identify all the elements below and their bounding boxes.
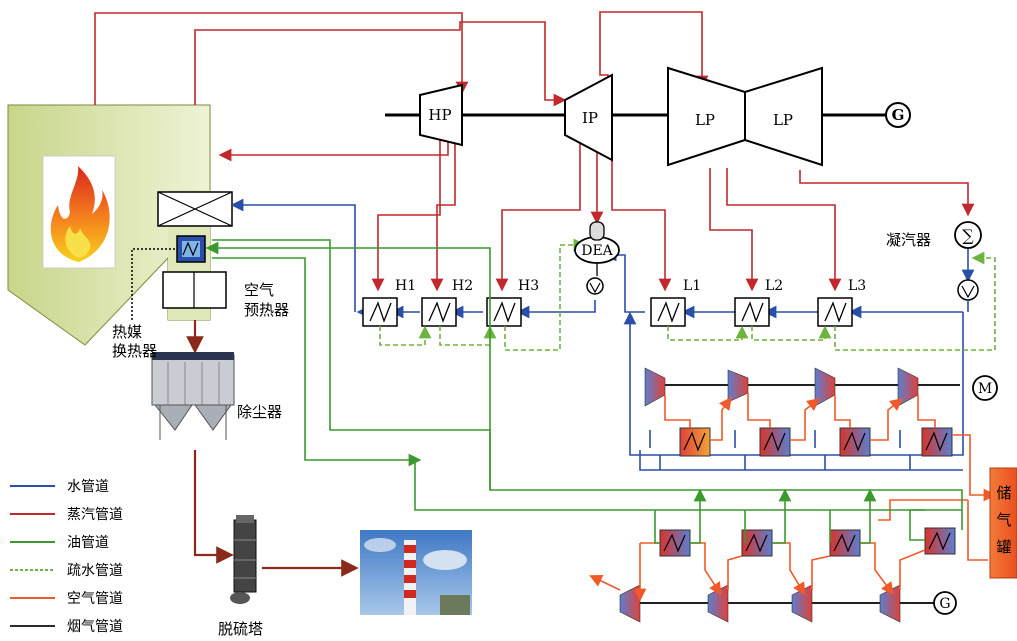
heat-medium-exchanger xyxy=(177,236,205,262)
legend-item-drain: 疏水管道 xyxy=(10,563,123,579)
legend-item-oil: 油管道 xyxy=(10,535,109,551)
desulfurization-tower xyxy=(230,515,256,604)
l2-label: L2 xyxy=(765,278,783,294)
tank-char-3: 罐 xyxy=(996,538,1011,556)
h2-label: H2 xyxy=(452,278,473,294)
compression-coolers xyxy=(680,428,952,456)
heater-l1: L1 xyxy=(651,278,701,326)
generator-bottom: G xyxy=(934,592,956,614)
heater-h3: H3 xyxy=(487,278,539,326)
air-preheater-bottom xyxy=(163,272,226,308)
h1-label: H1 xyxy=(395,278,416,294)
legend-item-flue: 烟气管道 xyxy=(10,619,123,635)
motor: M xyxy=(973,376,997,400)
heater-l2: L2 xyxy=(735,278,783,326)
ip-turbine: IP xyxy=(565,75,612,160)
condensate-pump xyxy=(958,280,978,312)
tank-char-2: 气 xyxy=(996,511,1011,529)
lp1-label: LP xyxy=(695,111,715,129)
condenser: ∑ 凝汽器 xyxy=(886,222,981,249)
lp-turbine-1: LP xyxy=(668,68,745,165)
legend-label-steam: 蒸汽管道 xyxy=(67,507,123,523)
heat-exchanger-label-2: 换热器 xyxy=(112,342,157,360)
l1-label: L1 xyxy=(683,278,701,294)
compressor-2 xyxy=(728,370,748,402)
legend-item-air: 空气管道 xyxy=(10,591,123,607)
tank-char-1: 储 xyxy=(996,484,1011,502)
legend-label-air: 空气管道 xyxy=(67,591,123,607)
legend-label-drain: 疏水管道 xyxy=(67,563,123,579)
steam-pipes xyxy=(95,12,968,285)
air-preheater-label-1: 空气 xyxy=(244,281,274,299)
heater-h1: H1 xyxy=(363,278,416,326)
ip-label: IP xyxy=(582,109,598,127)
svg-text:∑: ∑ xyxy=(962,226,974,245)
hp-turbine: HP xyxy=(420,85,462,145)
l3-label: L3 xyxy=(848,278,866,294)
legend-item-water: 水管道 xyxy=(10,479,109,495)
dust-collector xyxy=(152,352,234,440)
heater-l3: L3 xyxy=(818,278,866,326)
dust-collector-label: 除尘器 xyxy=(237,403,282,421)
air-preheater-label-2: 预热器 xyxy=(244,301,289,319)
heat-exchanger-label-1: 热媒 xyxy=(112,323,142,341)
compressor-1 xyxy=(645,368,665,406)
condenser-label: 凝汽器 xyxy=(886,231,931,249)
h3-label: H3 xyxy=(518,278,539,294)
legend-label-oil: 油管道 xyxy=(67,535,109,551)
compressor-3 xyxy=(815,368,835,406)
generator-top: G xyxy=(886,103,910,127)
drain-pipes xyxy=(380,245,995,350)
generator-top-label: G xyxy=(892,106,905,124)
storage-tank: 储 气 罐 xyxy=(990,468,1017,578)
desulfurization-label: 脱硫塔 xyxy=(218,620,263,638)
compressors xyxy=(645,368,918,406)
air-preheater-top xyxy=(158,192,232,226)
heater-h2: H2 xyxy=(422,278,473,326)
lp2-label: LP xyxy=(773,111,793,129)
legend-label-flue: 烟气管道 xyxy=(67,619,123,635)
lp-turbine-2: LP xyxy=(745,68,822,165)
legend: 水管道 蒸汽管道 油管道 疏水管道 空气管道 烟气管道 xyxy=(10,479,123,635)
legend-item-steam: 蒸汽管道 xyxy=(10,507,123,523)
heaters: H1 H2 H3 L1 L2 L3 xyxy=(363,278,866,326)
compressor-4 xyxy=(898,368,918,406)
chimney-image xyxy=(360,530,472,615)
dea-label: DEA xyxy=(581,243,613,259)
feedwater-pump xyxy=(587,278,603,294)
legend-label-water: 水管道 xyxy=(67,479,109,495)
hp-label: HP xyxy=(428,106,451,124)
motor-label: M xyxy=(978,381,992,397)
deaerator: DEA xyxy=(575,222,619,276)
generator-bottom-label: G xyxy=(939,596,950,612)
